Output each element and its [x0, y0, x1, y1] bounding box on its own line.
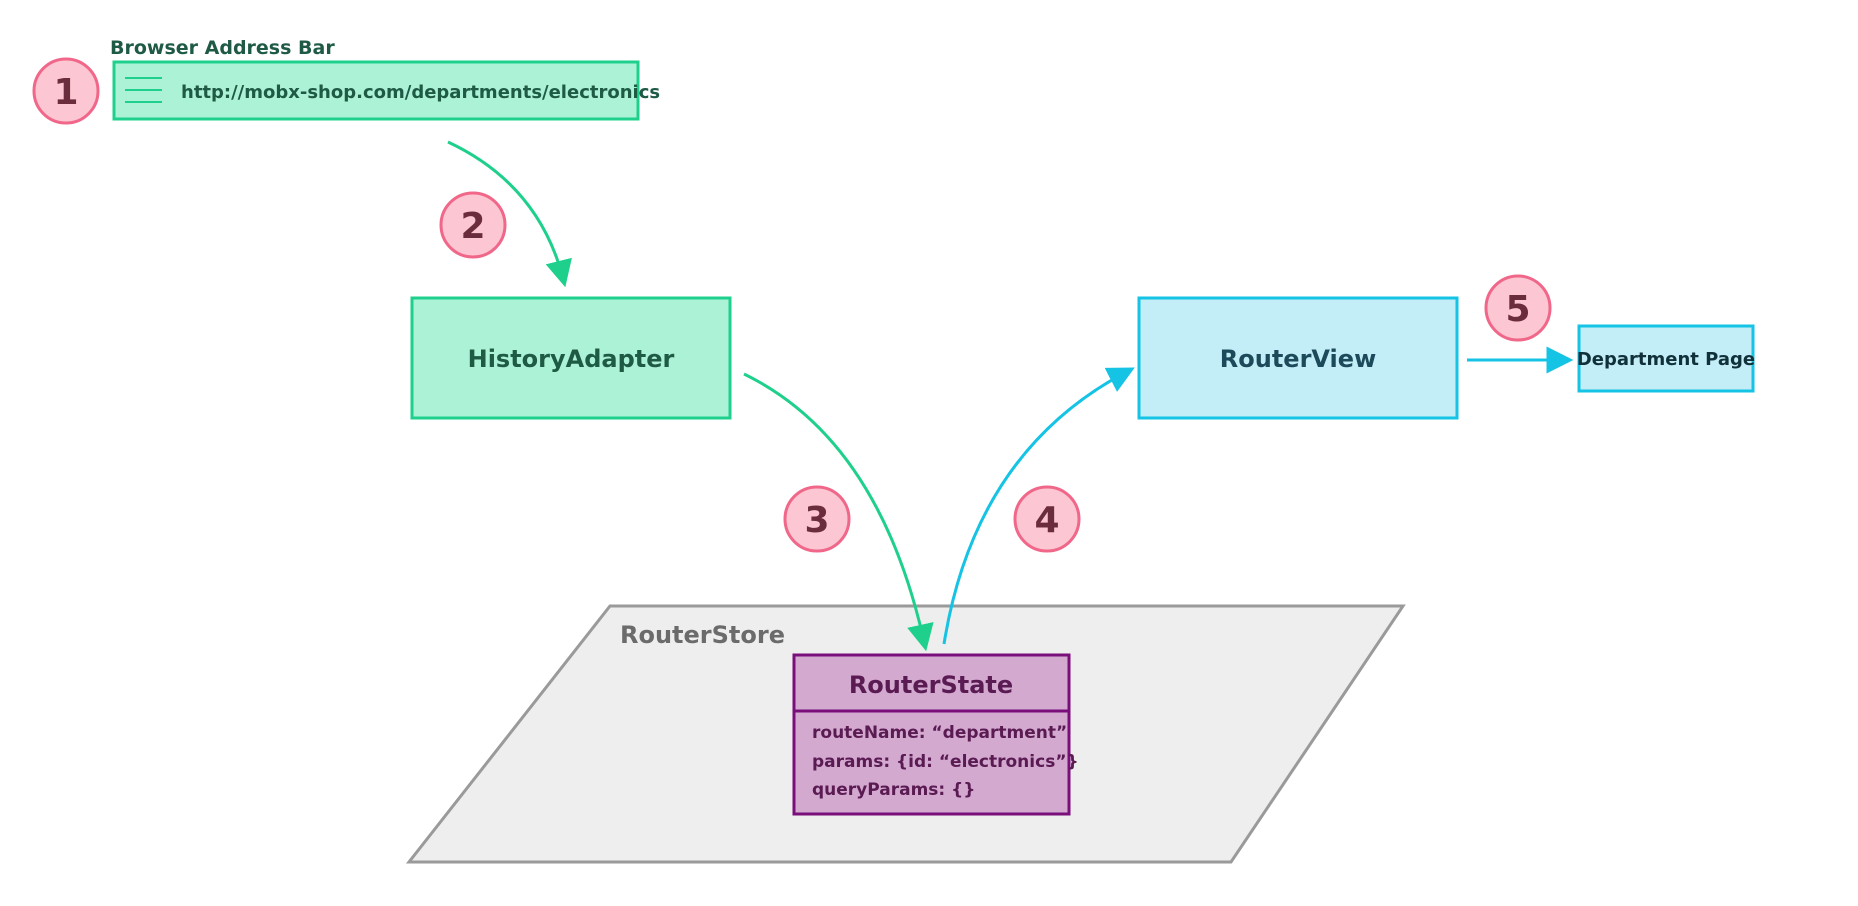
router-view: RouterView — [1137, 296, 1459, 420]
router-state: RouterState routeName: “department” para… — [792, 653, 1079, 816]
history-adapter-label: HistoryAdapter — [468, 345, 675, 373]
arrow-history-to-state — [743, 372, 934, 652]
step-number: 2 — [460, 206, 485, 247]
arrow-address-to-history — [447, 140, 572, 288]
step-badge-1: 1 — [32, 57, 100, 125]
department-page-label: Department Page — [1577, 349, 1755, 370]
router-state-title: RouterState — [849, 671, 1013, 699]
router-state-params: params: {id: “electronics”} — [812, 752, 1079, 772]
arrow-state-to-view — [942, 367, 1135, 645]
step-number: 1 — [53, 72, 78, 113]
step-number: 4 — [1034, 500, 1059, 541]
step-number: 5 — [1505, 289, 1530, 330]
step-badge-4: 4 — [1013, 485, 1081, 553]
router-state-query-params: queryParams: {} — [812, 780, 975, 800]
step-badge-2: 2 — [439, 191, 507, 259]
router-view-label: RouterView — [1220, 345, 1376, 373]
address-bar-url: http://mobx-shop.com/departments/electro… — [181, 82, 660, 103]
router-state-route-name: routeName: “department” — [812, 723, 1067, 743]
history-adapter-box — [410, 296, 732, 420]
step-number: 3 — [804, 500, 829, 541]
router-view-box — [1137, 296, 1459, 420]
menu-icon — [125, 77, 162, 103]
step-badge-5: 5 — [1484, 274, 1552, 342]
address-bar-title: Browser Address Bar — [110, 37, 335, 59]
router-state-box — [792, 653, 1071, 816]
address-bar-box — [112, 60, 640, 121]
step-badge-3: 3 — [783, 485, 851, 553]
router-store-label: RouterStore — [620, 621, 785, 649]
browser-address-bar: Browser Address Bar http://mobx-shop.com… — [110, 37, 660, 121]
department-page-box — [1577, 324, 1755, 393]
history-adapter: HistoryAdapter — [410, 296, 732, 420]
department-page: Department Page — [1577, 324, 1755, 393]
